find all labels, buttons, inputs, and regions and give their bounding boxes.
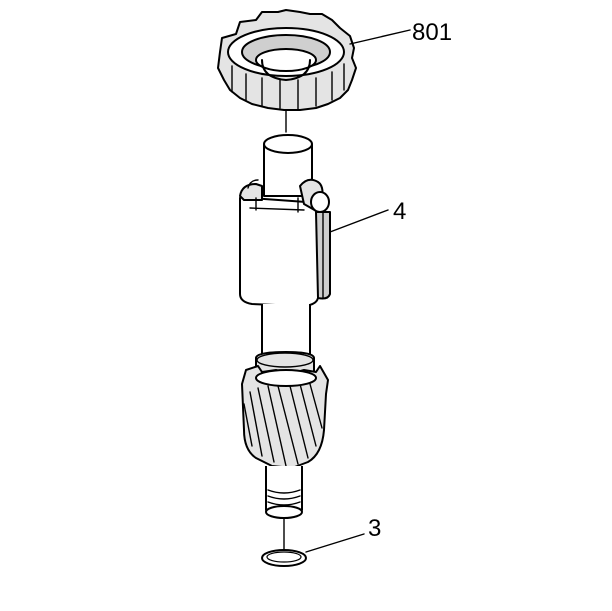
callout-4: 4 (393, 198, 406, 225)
gear-801 (217, 9, 357, 111)
callout-801: 801 (412, 19, 452, 46)
leader-4 (329, 209, 389, 233)
leader-3 (305, 533, 365, 553)
retaining-ring-3 (261, 549, 307, 567)
shaft-assembly-4 (239, 134, 331, 519)
callout-3: 3 (368, 515, 381, 542)
leader-801 (349, 29, 411, 45)
